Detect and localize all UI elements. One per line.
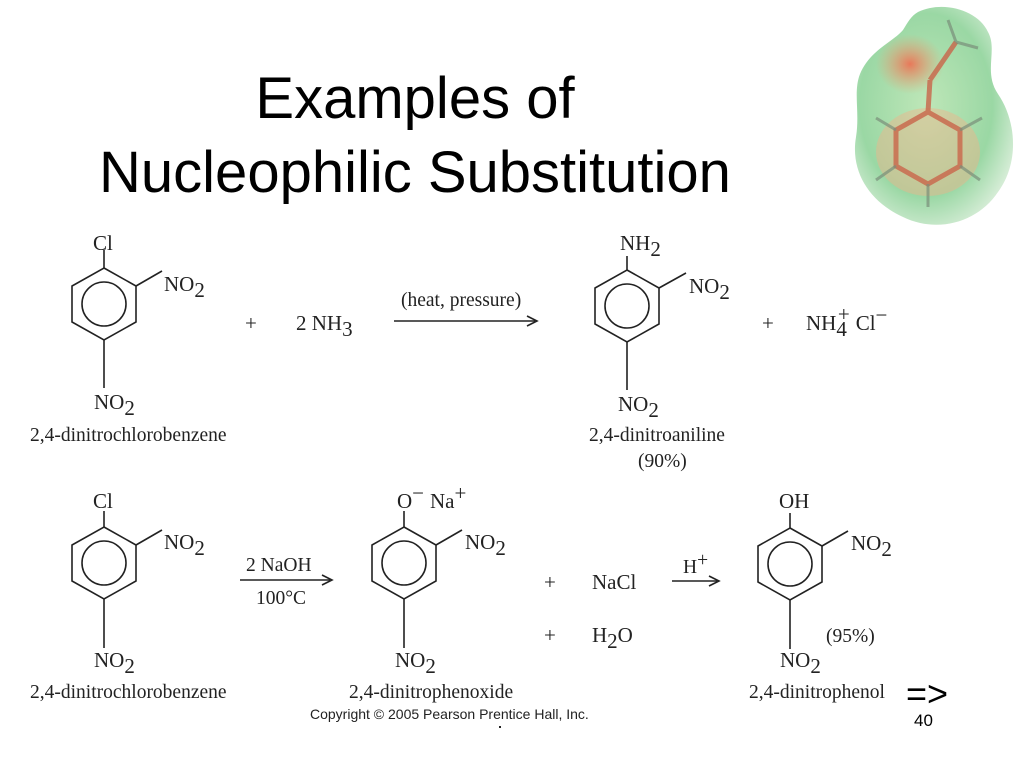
reaction2-product-yield: (95%) [826,626,875,647]
reaction2-product: OH NO2 NO2 (95%) 2,4-dinitrophenol [749,489,892,703]
benzene-ring-icon [71,267,137,341]
reaction1-arrow: (heat, pressure) [394,290,539,327]
reaction2-intermediate-no2-bottom: NO2 [395,648,436,678]
reaction1-conditions: (heat, pressure) [401,290,521,311]
electrostatic-potential-molecule-icon [854,6,1014,225]
benzene-ring-icon [71,526,137,600]
reaction1-byproduct: NH4+Cl− [806,302,887,341]
benzene-ring-icon [757,527,823,601]
slide-title-line-1: Examples of [255,66,575,131]
reaction1-reactant: Cl NO2 NO2 2,4-dinitrochlorobenzene [30,231,227,446]
reaction1-plus-2: + [762,311,774,335]
reaction1-plus: + [245,311,257,335]
reaction2-conditions: 100°C [256,588,306,609]
reaction2-product-name: 2,4-dinitrophenol [749,682,886,703]
reaction2-reactant-no2-side: NO2 [164,530,205,560]
slide-title: Examples of Nucleophilic Substitution [0,62,830,210]
reaction1-product: NH2 NO2 NO2 2,4-dinitroaniline (90%) [589,231,730,472]
reaction2-side-product-nacl: NaCl [592,570,636,594]
page-number: 40 [914,711,933,730]
reaction2-plus-b: + [544,623,556,647]
reaction2-product-no2-bottom: NO2 [780,648,821,678]
reaction2-intermediate-name: 2,4-dinitrophenoxide [349,682,513,703]
reaction2-side-product-water: H2O [592,623,633,653]
reaction1-product-no2-bottom: NO2 [618,392,659,422]
reaction2-intermediate-o-na: O−Na+ [397,481,466,513]
reaction2-product-no2-side: NO2 [851,531,892,561]
reaction1-reagent: 2 NH3 [296,311,353,341]
reaction2-arrow-1: 2 NaOH 100°C [240,555,334,609]
reaction1-product-name: 2,4-dinitroaniline [589,425,725,446]
reaction1-reactant-no2-bottom: NO2 [94,390,135,420]
reaction2-product-oh: OH [779,489,809,513]
reaction1-product-nh2: NH2 [620,231,661,261]
reaction1-reactant-name: 2,4-dinitrochlorobenzene [30,425,227,446]
reaction2-plus-a: + [544,570,556,594]
reaction2-arrow-2: H+ [672,550,721,587]
reaction1-reactant-no2-side: NO2 [164,272,205,302]
reaction2-reactant-cl: Cl [93,489,113,513]
reaction1-reactant-cl: Cl [93,231,113,255]
copyright-footer: Copyright © 2005 Pearson Prentice Hall, … [310,706,589,722]
reaction2-reactant-name: 2,4-dinitrochlorobenzene [30,682,227,703]
reaction1-product-yield: (90%) [638,451,687,472]
footer-dot [499,726,501,728]
reaction2-reactant-no2-bottom: NO2 [94,648,135,678]
reaction2-acid: H+ [683,550,708,578]
reaction2-intermediate: O−Na+ NO2 NO2 2,4-dinitrophenoxide [349,481,513,703]
next-slide-arrow[interactable]: => [906,673,949,714]
reaction1-product-no2-side: NO2 [689,274,730,304]
benzene-ring-icon [594,269,660,343]
slide-title-line-2: Nucleophilic Substitution [99,140,731,205]
reaction2-reactant: Cl NO2 NO2 2,4-dinitrochlorobenzene [30,489,227,703]
reaction2-reagent: 2 NaOH [246,555,312,576]
benzene-ring-icon [371,526,437,600]
reaction2-intermediate-no2-side: NO2 [465,530,506,560]
